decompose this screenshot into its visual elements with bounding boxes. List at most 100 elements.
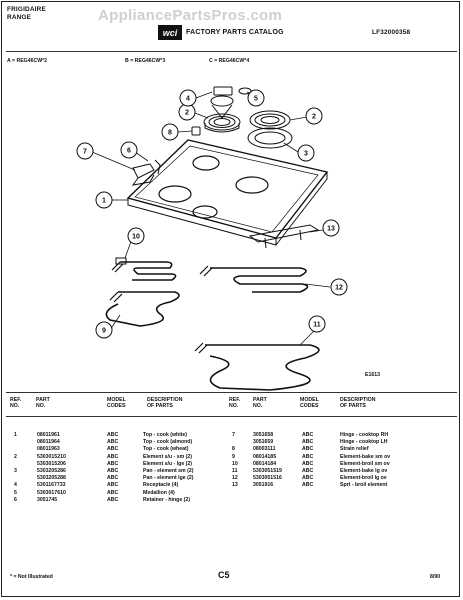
receptacle-part bbox=[191, 86, 252, 136]
table-cell: Pan - element sm (2) bbox=[143, 467, 194, 474]
table-cell: Element s/u - lge (2) bbox=[143, 460, 193, 467]
bake-element-large bbox=[199, 265, 309, 293]
table-cell: 5303051519 bbox=[253, 467, 282, 474]
table-cell: 13 bbox=[232, 482, 238, 489]
table-cell: ABC bbox=[302, 446, 314, 453]
table-cell: 5303015206 bbox=[37, 460, 66, 467]
table-cell: 08011961 bbox=[37, 432, 60, 438]
watermark-text: AppliancePartsPros.com bbox=[98, 7, 283, 24]
table-cell: Element s/u - sm (2) bbox=[143, 453, 193, 460]
table-cell: 5303205286 bbox=[37, 467, 66, 474]
table-cell: 5 bbox=[14, 489, 17, 496]
svg-text:8: 8 bbox=[168, 130, 172, 137]
table-cell: Element-bake lg ov bbox=[340, 467, 388, 474]
page-number: C5 bbox=[218, 570, 230, 580]
figure-id: E1613 bbox=[365, 372, 381, 378]
brand-name: FRIGIDAIRE bbox=[7, 6, 46, 13]
table-cell: 9 bbox=[232, 453, 235, 460]
table-cell: ABC bbox=[107, 460, 119, 467]
table-cell: 4 bbox=[14, 482, 17, 489]
svg-text:wci: wci bbox=[163, 28, 178, 38]
table-cell: Element-bake sm ov bbox=[340, 453, 391, 460]
callout-6: 6 bbox=[120, 141, 138, 159]
table-cell: Top - cook (almond) bbox=[143, 439, 193, 446]
cooktop-part bbox=[126, 139, 329, 246]
left-description-column: Top - cook (white)Top - cook (almond)Top… bbox=[143, 432, 193, 504]
footnote: * = Not Illustrated bbox=[10, 574, 53, 580]
svg-text:10: 10 bbox=[132, 234, 140, 241]
table-cell: Pan - element lge (2) bbox=[143, 475, 194, 482]
table-cell: Hinge - cooktop RH bbox=[340, 432, 389, 438]
table-cell: 3051916 bbox=[253, 482, 274, 489]
callout-markers: 1 2 2 3 4 5 6 7 8 9 10 11 12 13 bbox=[76, 89, 348, 339]
callout-11: 11 bbox=[308, 315, 326, 333]
callout-4: 4 bbox=[179, 89, 197, 107]
surface-element-small bbox=[203, 95, 241, 133]
svg-text:12: 12 bbox=[335, 285, 343, 292]
callout-1: 1 bbox=[95, 191, 113, 209]
table-cell bbox=[232, 439, 238, 446]
header-rule bbox=[6, 51, 457, 52]
table-cell: 08014184 bbox=[253, 460, 277, 467]
table-cell: 3051658 bbox=[253, 432, 274, 438]
table-cell: Element-broil sm ov bbox=[340, 460, 390, 467]
left-header-ref: REF.NO. bbox=[10, 397, 22, 409]
table-cell: Top - cook (white) bbox=[143, 432, 187, 438]
broil-element-large bbox=[194, 342, 320, 391]
table-cell: ABC bbox=[107, 475, 119, 482]
callout-8: 8 bbox=[161, 123, 179, 141]
table-cell: 5303205288 bbox=[37, 475, 66, 482]
table-cell: 3051745 bbox=[37, 496, 58, 503]
svg-text:2: 2 bbox=[312, 114, 316, 121]
broil-support-bracket bbox=[248, 224, 320, 249]
table-cell: ABC bbox=[107, 439, 119, 446]
table-cell: ABC bbox=[107, 496, 119, 503]
svg-text:3: 3 bbox=[304, 151, 308, 158]
table-cell: ABC bbox=[107, 446, 119, 453]
table-cell: ABC bbox=[302, 482, 314, 489]
svg-text:1: 1 bbox=[102, 198, 106, 205]
table-cell: Medallion (4) bbox=[143, 489, 175, 496]
table-cell: ABC bbox=[107, 453, 119, 460]
table-header-rule bbox=[6, 416, 457, 417]
table-cell: ABC bbox=[302, 460, 314, 467]
callout-12: 12 bbox=[330, 278, 348, 296]
table-cell bbox=[14, 461, 17, 468]
exploded-parts-diagram: 1 2 2 3 4 5 6 7 8 9 10 11 12 13 bbox=[76, 86, 348, 391]
callout-5: 5 bbox=[247, 89, 265, 107]
table-cell: 08011964 bbox=[37, 439, 60, 446]
callout-7: 7 bbox=[76, 142, 94, 160]
table-cell: 5303051516 bbox=[253, 475, 282, 482]
table-cell: Retainer - hinge (2) bbox=[143, 496, 190, 503]
table-cell: 5303015210 bbox=[37, 453, 66, 460]
table-cell: 1 bbox=[14, 432, 17, 438]
table-cell: Element-broil lg ov bbox=[340, 475, 387, 482]
product-type: RANGE bbox=[7, 13, 32, 21]
model-a: A = REG46CW*2 bbox=[7, 58, 48, 64]
table-cell: Strain relief bbox=[340, 446, 369, 453]
table-cell: 08011963 bbox=[37, 446, 60, 453]
table-cell: Sprt - broil element bbox=[340, 482, 388, 489]
right-header-ref: REF.NO. bbox=[229, 397, 241, 409]
svg-text:5: 5 bbox=[254, 96, 258, 103]
svg-text:2: 2 bbox=[185, 110, 189, 117]
table-cell: ABC bbox=[302, 432, 314, 438]
table-cell bbox=[14, 439, 17, 446]
table-cell: 3 bbox=[14, 467, 17, 474]
table-cell: Receptacle (4) bbox=[143, 482, 179, 489]
callout-3: 3 bbox=[297, 144, 315, 162]
table-cell: 10 bbox=[232, 460, 238, 467]
wci-logo: wci bbox=[158, 25, 182, 40]
catalog-number: LF32000358 bbox=[372, 29, 411, 36]
svg-text:13: 13 bbox=[327, 226, 335, 233]
table-cell: ABC bbox=[302, 475, 314, 482]
table-cell: 08003111 bbox=[253, 446, 276, 453]
broil-element-small bbox=[105, 291, 180, 327]
table-cell bbox=[14, 446, 17, 453]
svg-text:6: 6 bbox=[127, 148, 131, 155]
